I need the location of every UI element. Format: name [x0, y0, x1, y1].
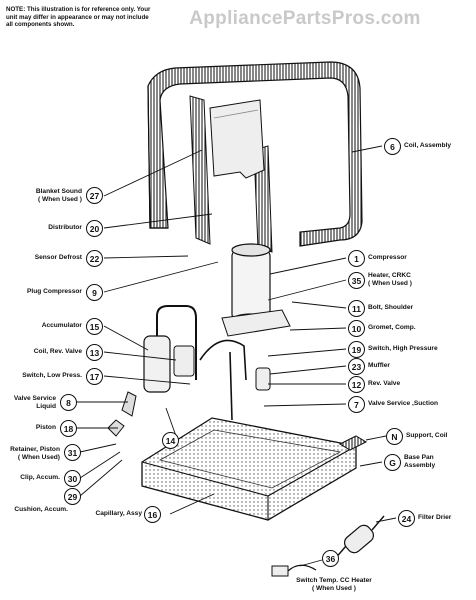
callout-label-accumulator: Accumulator — [41, 322, 82, 329]
callout-label-piston: Piston — [35, 424, 56, 431]
compressor-drawing — [221, 243, 291, 337]
callout-label-switch-low-press: Switch, Low Press. — [22, 372, 82, 379]
callout-label-switch-temp-cc-heater: Switch Temp. CC Heater ( When Used ) — [296, 577, 372, 592]
callout-number-6: 6 — [384, 138, 401, 155]
leader-lines — [76, 145, 397, 567]
callout-label-valve-service-liquid: Valve Service Liquid — [13, 395, 56, 410]
callout-label-filter-drier: Filter Drier — [418, 514, 452, 521]
callout-number-1: 1 — [348, 250, 365, 267]
callout-label-compressor: Compressor — [368, 254, 407, 261]
callout-label-retainer-piston: Retainer, Piston ( When Used) — [10, 446, 60, 461]
filter-drier-drawing — [333, 515, 385, 561]
callout-label-base-pan-assembly: Base Pan Assembly — [404, 454, 436, 469]
callout-number-31: 31 — [64, 444, 81, 461]
callout-number-10: 10 — [348, 320, 365, 337]
callout-label-heater-crkc: Heater, CRKC ( When Used ) — [368, 272, 412, 287]
callout-label-coil-assembly: Coil, Assembly — [404, 142, 452, 149]
callout-number-29: 29 — [64, 488, 81, 505]
callout-label-sensor-defrost: Sensor Defrost — [34, 254, 82, 261]
callout-label-gromet-comp: Gromet, Comp. — [368, 324, 416, 331]
callout-label-bolt-shoulder: Bolt, Shoulder — [368, 304, 414, 311]
temp-switch-drawing — [271, 564, 317, 577]
callout-number-15: 15 — [86, 318, 103, 335]
accumulator-drawing — [107, 305, 271, 437]
callout-number-23: 23 — [348, 358, 365, 375]
callout-number-G: G — [384, 454, 401, 471]
callout-number-19: 19 — [348, 341, 365, 358]
callout-number-18: 18 — [60, 420, 77, 437]
callout-label-capillary-assy: Capillary, Assy — [95, 510, 142, 517]
callout-number-35: 35 — [348, 272, 365, 289]
callout-number-24: 24 — [398, 510, 415, 527]
callout-label-support-coil: Support, Coil — [406, 432, 448, 439]
callout-label-valve-service-suction: Valve Service ,Suction — [368, 400, 439, 407]
support-coil-drawing — [338, 435, 368, 451]
callout-number-30: 30 — [64, 470, 81, 487]
callout-number-36: 36 — [322, 550, 339, 567]
callout-label-rev-valve: Rev. Valve — [368, 380, 401, 387]
callout-label-coil-rev-valve: Coil, Rev. Valve — [33, 348, 82, 355]
coil-assembly-drawing — [147, 61, 363, 253]
callout-number-27: 27 — [86, 187, 103, 204]
callout-number-17: 17 — [86, 368, 103, 385]
callout-number-7: 7 — [348, 396, 365, 413]
callout-number-11: 11 — [348, 300, 365, 317]
callout-label-plug-compressor: Plug Compressor — [27, 288, 82, 295]
callout-number-12: 12 — [348, 376, 365, 393]
callout-number-N: N — [386, 428, 403, 445]
watermark: AppliancePartsPros.com — [189, 8, 421, 29]
reference-note: NOTE: This illustration is for reference… — [6, 6, 151, 29]
callout-number-22: 22 — [86, 250, 103, 267]
callout-number-20: 20 — [86, 220, 103, 237]
callout-label-muffler: Muffler — [368, 362, 390, 369]
callout-number-9: 9 — [86, 284, 103, 301]
callout-number-13: 13 — [86, 344, 103, 361]
callout-label-distributor: Distributor — [48, 224, 82, 231]
callout-label-clip-accum: Clip, Accum. — [20, 474, 60, 481]
callout-label-switch-high-pressure: Switch, High Pressure — [368, 345, 438, 352]
callout-label-blanket-sound: Blanket Sound ( When Used ) — [35, 188, 82, 203]
base-pan-drawing — [141, 417, 357, 521]
callout-label-cushion-accum: Cushion, Accum. — [14, 506, 68, 513]
callout-number-16: 16 — [144, 506, 161, 523]
callout-number-14: 14 — [162, 432, 179, 449]
callout-number-8: 8 — [60, 394, 77, 411]
